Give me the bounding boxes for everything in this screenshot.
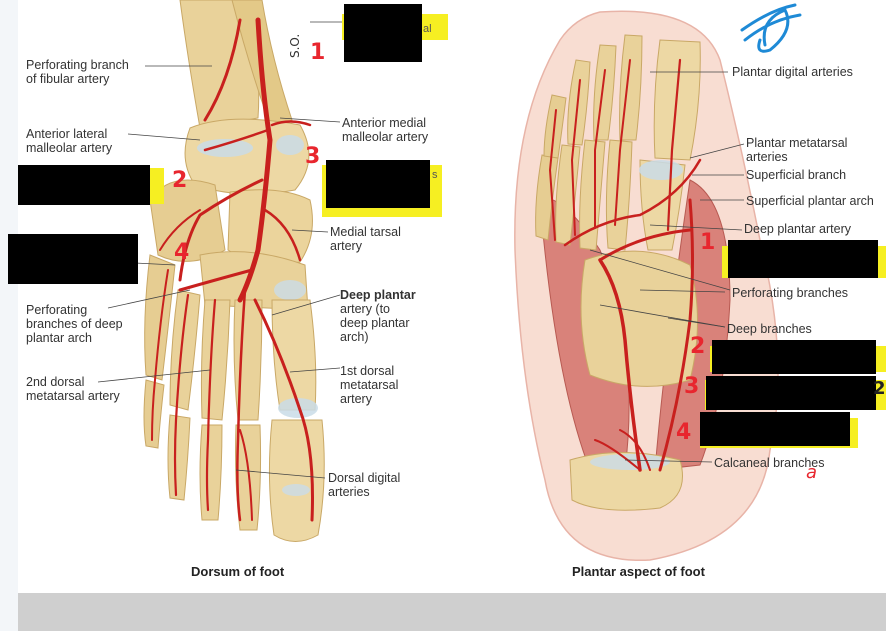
- label-perforating-fibular: Perforating branch of fibular artery: [26, 58, 129, 86]
- label-deep-branches: Deep branches: [727, 322, 812, 336]
- handwritten-dorsal-1: 1: [310, 40, 326, 65]
- label-first-dorsal-metatarsal: 1st dorsal metatarsal artery: [340, 364, 399, 406]
- dorsal-toe-5: [143, 379, 165, 449]
- dorsal-joint-toe1: [282, 484, 310, 496]
- dorsal-foot-figure: [143, 0, 325, 542]
- highlight-label-2: [150, 168, 164, 204]
- handwritten-plantar-1: 1: [700, 230, 716, 255]
- dorsal-joint-cartilage-3: [274, 280, 306, 300]
- redaction-left-4: [8, 234, 138, 284]
- label-perforating-deep-arch: Perforating branches of deep plantar arc…: [26, 303, 123, 345]
- lateral-plantar-artery: [598, 258, 642, 472]
- plantar-metatarsal-2: [605, 139, 633, 251]
- partial-top-label: al: [423, 23, 432, 35]
- redaction-plantar-2: [712, 340, 876, 374]
- redaction-plantar-1: [728, 240, 878, 278]
- dorsal-toe-4: [167, 414, 191, 501]
- handwritten-plantar-4: 4: [676, 420, 692, 445]
- dorsal-arteries: [151, 17, 314, 522]
- dorsal-metatarsal-4: [169, 289, 201, 411]
- perforating-fibular-artery: [203, 18, 242, 122]
- label-second-dorsal-metatarsal: 2nd dorsal metatarsal artery: [26, 375, 120, 403]
- handwritten-dorsal-4: 4: [174, 240, 190, 265]
- plantar-joint-mt1: [639, 160, 683, 180]
- plantar-toe-4: [567, 59, 591, 146]
- plantar-foot-figure: [514, 3, 802, 561]
- redaction-plantar-3: [706, 376, 876, 410]
- label-plantar-digital: Plantar digital arteries: [732, 65, 853, 79]
- plantar-tarsals: [580, 250, 698, 387]
- caption-plantar: Plantar aspect of foot: [572, 564, 705, 579]
- handwritten-edge-2: 2: [873, 378, 886, 399]
- label-medial-tarsal: Medial tarsal artery: [330, 225, 401, 253]
- label-superficial-plantar-arch: Superficial plantar arch: [746, 194, 874, 208]
- dorsal-joint-cartilage: [197, 139, 253, 157]
- label-deep-plantar-artery-plantar: Deep plantar artery: [744, 222, 852, 236]
- label-anterior-medial-malleolar: Anterior medial malleolar artery: [342, 116, 429, 144]
- plantar-metatarsal-5: [535, 154, 559, 241]
- label-superficial-branch: Superficial branch: [746, 168, 847, 182]
- dorsal-joint-cartilage-2: [276, 135, 304, 155]
- partial-side-label: s: [432, 169, 438, 181]
- dorsal-toe-2: [235, 424, 262, 531]
- blue-pen-doodle-icon: [740, 3, 802, 53]
- handwritten-plantar-2: 2: [690, 334, 706, 359]
- dorsal-toe-3: [199, 424, 223, 521]
- handwritten-so: S.O.: [288, 33, 302, 58]
- label-perforating-branches: Perforating branches: [732, 286, 849, 300]
- label-calcaneal-branches: Calcaneal branches: [714, 456, 825, 470]
- handwritten-a: a: [806, 462, 818, 483]
- plantar-metatarsal-4: [555, 144, 581, 246]
- redaction-right-3: [326, 160, 430, 208]
- plantar-metatarsal-1: [639, 159, 686, 251]
- label-anterior-lateral-malleolar: Anterior lateral malleolar artery: [26, 127, 113, 155]
- plantar-metatarsal-3: [579, 139, 606, 251]
- dorsal-calcaneus: [149, 179, 226, 262]
- handwritten-dorsal-3: 3: [305, 144, 321, 169]
- bottom-gray-bar: [18, 593, 886, 631]
- dorsal-talus: [184, 118, 310, 195]
- redaction-left-2: [18, 165, 150, 205]
- medial-plantar-artery: [658, 198, 694, 472]
- dorsal-metatarsal-2: [233, 299, 263, 421]
- dorsal-toe-1: [268, 419, 325, 542]
- handwritten-plantar-3: 3: [684, 374, 700, 399]
- redaction-top: [344, 4, 422, 62]
- caption-dorsum: Dorsum of foot: [191, 564, 285, 579]
- leader-lines: [97, 21, 745, 479]
- dorsal-metatarsal-3: [200, 299, 231, 421]
- plantar-arteries: [548, 58, 702, 472]
- redaction-plantar-4: [700, 412, 850, 446]
- handwritten-dorsal-2: 2: [172, 168, 188, 193]
- label-plantar-metatarsal: Plantar metatarsal arteries: [746, 136, 848, 164]
- label-deep-plantar-artery: Deep plantar artery (to deep plantar arc…: [340, 288, 416, 344]
- label-dorsal-digital: Dorsal digital arteries: [328, 471, 401, 499]
- dorsal-metatarsal-5: [144, 254, 176, 381]
- superficial-plantar-arch: [563, 158, 702, 247]
- plantar-toe-2: [619, 34, 643, 141]
- left-margin-strip: [0, 0, 18, 631]
